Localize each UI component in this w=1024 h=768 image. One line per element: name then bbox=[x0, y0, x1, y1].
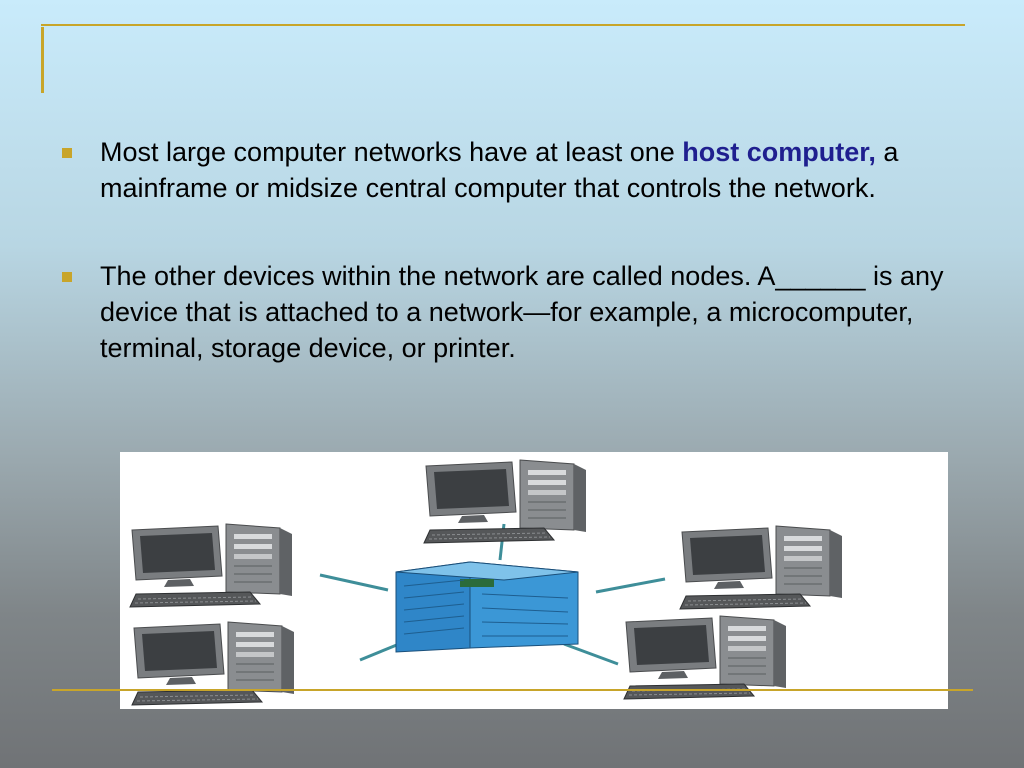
host-computer-term: host computer, bbox=[682, 137, 876, 167]
desktop-computer-icon bbox=[131, 621, 295, 706]
network-diagram-svg bbox=[129, 459, 843, 706]
bullet-2-text: The other devices within the network are… bbox=[100, 261, 944, 363]
desktop-computer-icon bbox=[423, 459, 587, 544]
link-bottom-right bbox=[563, 642, 619, 666]
desktop-computer-icon bbox=[129, 523, 293, 608]
bullet-host-computer: Most large computer networks have at lea… bbox=[62, 134, 962, 206]
frame-top-rule bbox=[41, 24, 965, 26]
server-icon bbox=[395, 561, 579, 653]
link-right bbox=[595, 577, 666, 594]
bullet-list: Most large computer networks have at lea… bbox=[62, 134, 962, 366]
footer-rule bbox=[52, 689, 973, 691]
desktop-computer-icon bbox=[623, 615, 787, 700]
desktop-computer-icon bbox=[679, 525, 843, 610]
network-diagram bbox=[120, 452, 948, 709]
bullet-nodes: The other devices within the network are… bbox=[62, 258, 962, 366]
link-left bbox=[319, 573, 389, 592]
bullet-1-text-before: Most large computer networks have at lea… bbox=[100, 137, 683, 167]
frame-left-rule bbox=[41, 27, 44, 93]
bullet-1-text-after: a mainframe or midsize central computer … bbox=[100, 137, 899, 203]
bullet-square-icon bbox=[62, 148, 72, 158]
bullet-square-icon bbox=[62, 272, 72, 282]
